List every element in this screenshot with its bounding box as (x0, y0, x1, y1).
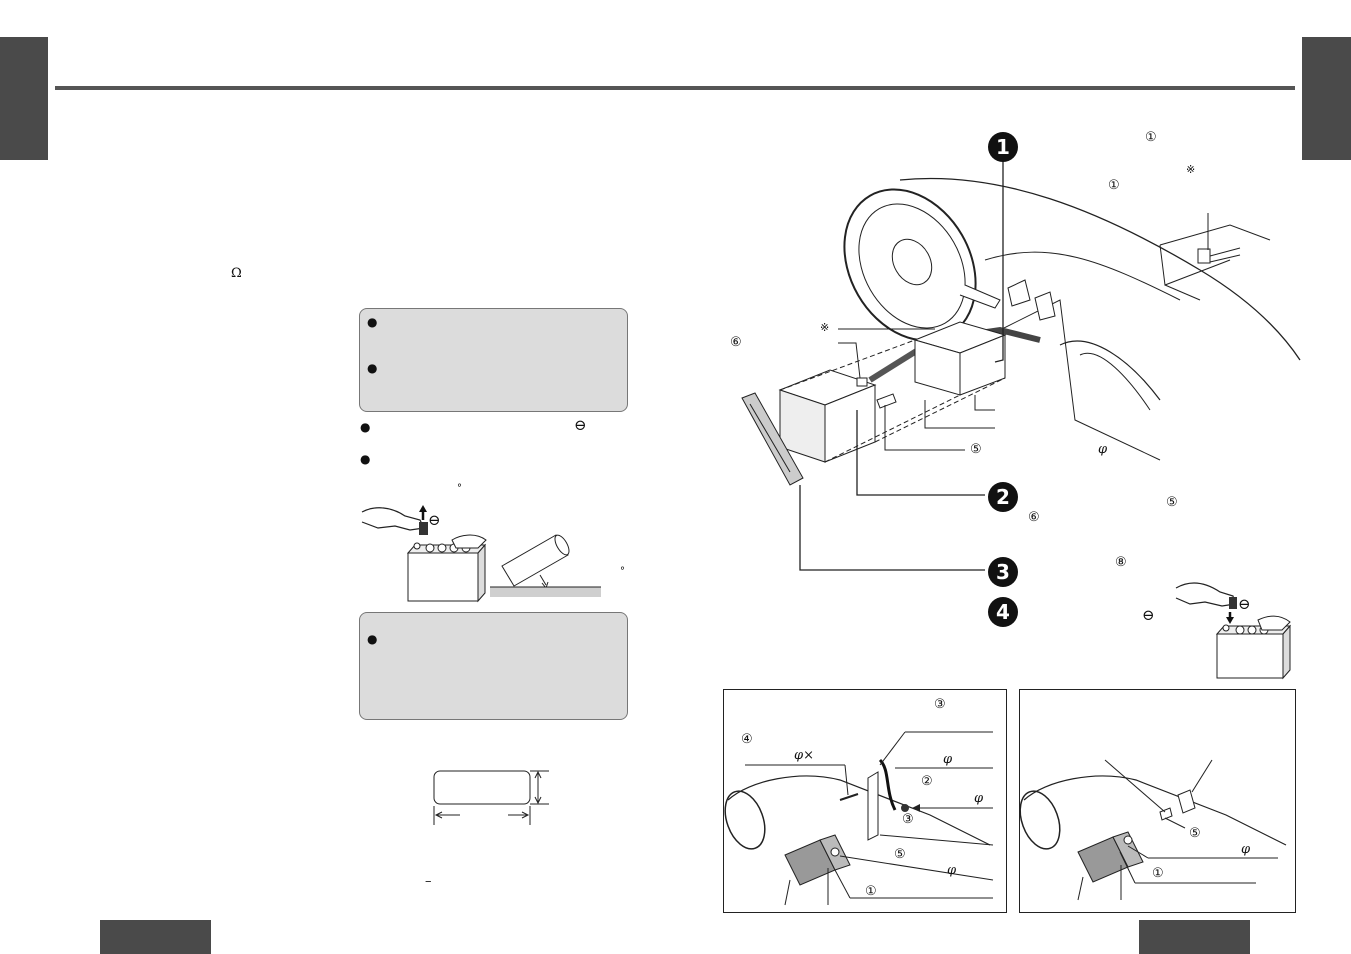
note-bullet-1: ● (360, 420, 371, 434)
panel-left-ref-5: ⑤ (894, 847, 906, 862)
phi-diagram: φ (1098, 442, 1108, 457)
note-bullet-2: ● (360, 452, 371, 466)
panel-left-phi-times: φ× (794, 748, 814, 763)
left-section-tab (0, 37, 48, 160)
minus-step4-figure: ⊖ (1238, 595, 1251, 613)
footer-right-tab (1139, 920, 1250, 954)
caution-box-1-bullet-2: ● (367, 361, 378, 375)
minus-step4: ⊖ (1142, 606, 1155, 624)
ref-1-second: ① (1108, 178, 1120, 193)
panel-left-ref-3: ③ (902, 812, 914, 827)
ref-5-diagram: ⑤ (970, 442, 982, 457)
panel-left-phi-3: φ (947, 863, 957, 878)
panel-left-ref-4: ④ (741, 732, 753, 747)
step-2-number: 2 (996, 485, 1010, 509)
asterisk-diagram: ※ (820, 321, 830, 334)
panel-right-ref-5: ⑤ (1189, 826, 1201, 841)
panel-left-phi-2: φ (974, 791, 984, 806)
caution-box-1-bullet-1: ● (367, 315, 378, 329)
caution-box-1 (359, 308, 628, 412)
ref-6-step2: ⑥ (1028, 510, 1040, 525)
omega-symbol: Ω (231, 266, 242, 281)
detail-panel-strap (723, 689, 1007, 913)
panel-left-ref-3-top: ③ (934, 697, 946, 712)
step-4-number: 4 (996, 600, 1010, 624)
asterisk-top: ※ (1186, 163, 1196, 176)
angle-degree-symbol: ° (620, 566, 625, 577)
dash-symbol: – (425, 874, 432, 889)
panel-right-ref-1: ① (1152, 866, 1164, 881)
panel-left-phi-1: φ (943, 752, 953, 767)
panel-left-ref-2: ② (921, 774, 933, 789)
step-1-number: 1 (996, 135, 1010, 159)
ref-5-step2: ⑤ (1166, 495, 1178, 510)
minus-terminal-symbol: ⊖ (574, 416, 587, 434)
footer-left-tab (100, 920, 211, 954)
ref-1-top: ① (1145, 130, 1157, 145)
caution-box-2 (359, 612, 628, 720)
panel-left-ref-1: ① (865, 884, 877, 899)
panel-right-phi: φ (1241, 842, 1251, 857)
minus-terminal-figure-symbol: ⊖ (428, 511, 441, 529)
ref-6-left: ⑥ (730, 335, 742, 350)
right-section-tab (1302, 37, 1351, 160)
step-3-number: 3 (996, 560, 1010, 584)
caution-box-2-bullet-1: ● (367, 632, 378, 646)
degree-symbol: ° (457, 483, 462, 494)
header-rule (55, 86, 1295, 90)
ref-8-step3: ⑧ (1115, 555, 1127, 570)
